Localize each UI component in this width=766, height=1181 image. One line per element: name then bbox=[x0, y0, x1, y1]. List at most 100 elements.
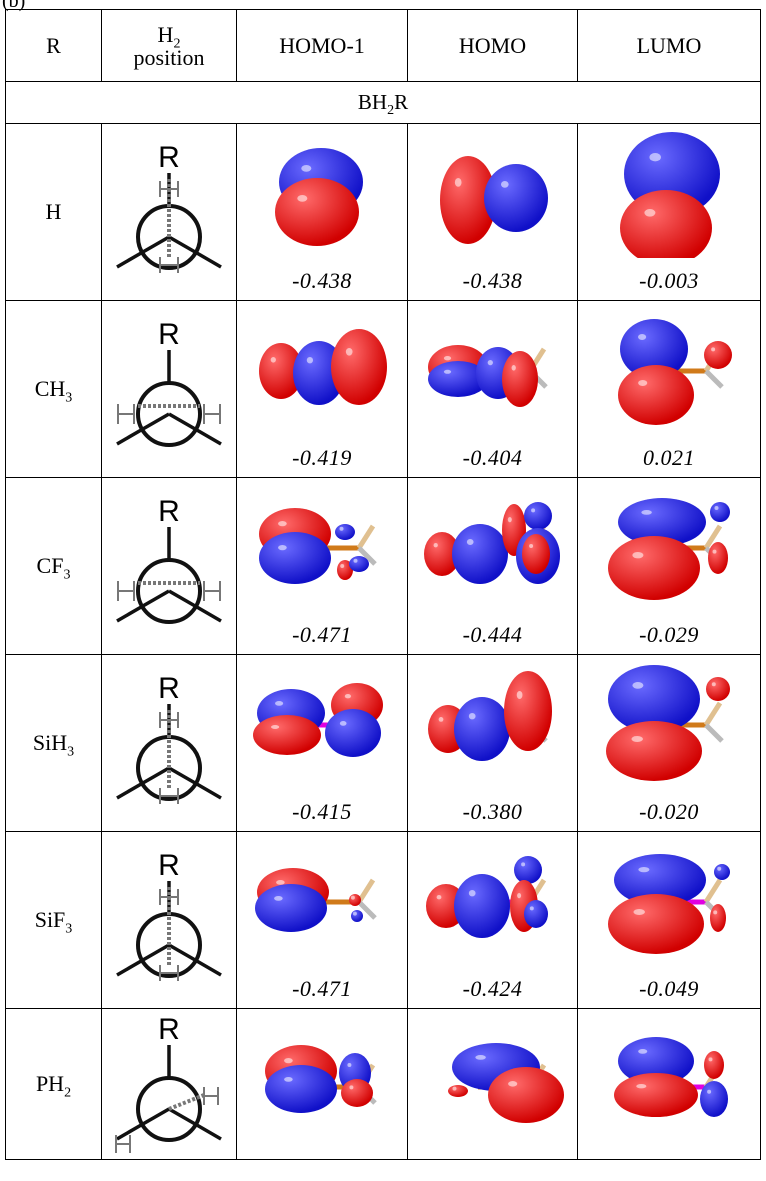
orbital-lobe-negative bbox=[706, 677, 730, 701]
header-h2-sub: 2 bbox=[173, 35, 181, 51]
orbital-cell-homo1: -0.419 bbox=[236, 300, 408, 478]
orbital-homo-0 bbox=[439, 156, 548, 244]
orbital-cell-homo bbox=[407, 1008, 578, 1160]
orbital-lobe-positive bbox=[614, 854, 706, 906]
orbital-energy-lumo: -0.003 bbox=[639, 268, 699, 293]
orbital-lobe-positive bbox=[618, 1037, 694, 1085]
orbital-lobe-negative bbox=[487, 1067, 564, 1123]
orbital-cell-lumo bbox=[577, 1008, 761, 1160]
orbital-lobe-positive bbox=[714, 864, 730, 880]
orbital-lobe-positive bbox=[618, 498, 706, 546]
newman-projection: R bbox=[116, 849, 222, 981]
orbital-lobe-positive bbox=[265, 1065, 337, 1113]
r-substituent-subscript: 3 bbox=[65, 390, 73, 406]
r-substituent-subscript: 3 bbox=[65, 921, 73, 937]
orbital-energy-homo1: -0.471 bbox=[292, 622, 352, 647]
r-substituent: CF3 bbox=[5, 477, 102, 655]
orbital-lobe-negative bbox=[331, 329, 387, 405]
orbital-cell-homo1: -0.415 bbox=[236, 654, 408, 832]
r-substituent: H bbox=[5, 123, 102, 301]
r-substituent-subscript: 2 bbox=[64, 1085, 72, 1101]
orbital-lobe-positive bbox=[523, 900, 548, 928]
table-row: PH2 R bbox=[5, 1008, 761, 1160]
header-h2-position-label: position bbox=[133, 44, 205, 70]
orbital-lobe-positive bbox=[453, 874, 510, 938]
orbital-energy-homo1: -0.471 bbox=[292, 976, 352, 1001]
figure-panel-label: (b) bbox=[2, 0, 26, 12]
orbital-homo1-1 bbox=[259, 329, 387, 405]
orbital-cell-homo: -0.444 bbox=[407, 477, 578, 655]
h2-position-cell: R bbox=[101, 300, 237, 478]
orbital-lobe-negative bbox=[275, 178, 359, 246]
header-h2-main: H bbox=[157, 21, 174, 47]
orbital-energy-homo: -0.380 bbox=[462, 799, 523, 824]
orbital-lobe-positive bbox=[513, 856, 542, 884]
header-row: R H2 position HOMO-1 HOMO LUMO bbox=[5, 9, 761, 82]
newman-projection: R bbox=[116, 318, 222, 447]
orbital-lobe-negative bbox=[447, 1085, 468, 1097]
r-substituent-main: SiH bbox=[32, 730, 68, 755]
newman-r-label: R bbox=[158, 672, 180, 705]
r-substituent-main: CH bbox=[34, 376, 66, 401]
orbital-lobe-negative bbox=[439, 156, 496, 244]
orbital-lobe-positive bbox=[451, 524, 508, 584]
orbital-homo-1 bbox=[427, 345, 548, 407]
orbital-energy-homo1: -0.419 bbox=[292, 445, 352, 470]
orbital-lobe-positive bbox=[351, 910, 363, 922]
orbital-lobe-negative bbox=[704, 341, 732, 369]
orbital-lobe-positive bbox=[255, 884, 327, 932]
header-homo-1: HOMO-1 bbox=[236, 9, 408, 82]
orbital-cell-homo1: -0.438 bbox=[236, 123, 408, 301]
orbital-table: R H2 position HOMO-1 HOMO LUMO BH2R H R -0… bbox=[5, 9, 761, 1160]
r-substituent: SiF3 bbox=[5, 831, 102, 1009]
section-title-tail: R bbox=[394, 90, 409, 114]
orbital-energy-homo1: -0.438 bbox=[292, 268, 352, 293]
orbital-lobe-positive bbox=[523, 502, 552, 530]
orbital-energy-homo1: -0.415 bbox=[292, 799, 352, 824]
orbital-homo-2 bbox=[423, 502, 560, 584]
orbital-lobe-negative bbox=[608, 536, 700, 600]
orbital-cell-homo1: -0.471 bbox=[236, 831, 408, 1009]
orbital-lobe-negative bbox=[253, 715, 321, 755]
orbital-lumo-4 bbox=[608, 854, 730, 954]
orbital-lobe-negative bbox=[710, 904, 726, 932]
r-substituent-main: SiF bbox=[34, 907, 66, 932]
orbital-lobe-positive bbox=[259, 532, 331, 584]
orbital-lobe-positive bbox=[620, 319, 688, 379]
orbital-lumo-2 bbox=[608, 498, 730, 600]
orbital-homo1-3 bbox=[253, 683, 383, 757]
header-h2-position: H2 position bbox=[101, 9, 237, 82]
h2-position-cell: R bbox=[101, 123, 237, 301]
newman-r-label: R bbox=[158, 318, 180, 351]
orbital-lumo-0 bbox=[620, 132, 720, 258]
orbital-cell-lumo: -0.020 bbox=[577, 654, 761, 832]
orbital-lobe-negative bbox=[708, 542, 728, 574]
orbital-energy-lumo: -0.020 bbox=[639, 799, 699, 824]
orbital-lobe-negative bbox=[423, 532, 460, 576]
orbital-energy-homo: -0.424 bbox=[462, 976, 523, 1001]
r-substituent-main: PH bbox=[35, 1071, 65, 1096]
orbital-lobe-negative bbox=[503, 671, 552, 751]
orbital-lobe-positive bbox=[700, 1081, 728, 1117]
orbital-energy-lumo: -0.049 bbox=[639, 976, 699, 1001]
header-lumo: LUMO bbox=[577, 9, 761, 82]
orbital-lobe-positive bbox=[325, 709, 381, 757]
orbital-energy-homo: -0.444 bbox=[462, 622, 523, 647]
orbital-lobe-positive bbox=[427, 361, 488, 397]
orbital-lobe-positive bbox=[483, 164, 548, 232]
r-substituent-subscript: 3 bbox=[67, 744, 75, 760]
orbital-lobe-negative bbox=[521, 534, 550, 574]
orbital-lobe-negative bbox=[341, 1079, 373, 1107]
section-row: BH2R bbox=[5, 81, 761, 124]
newman-projection: R bbox=[115, 1013, 222, 1153]
orbital-energy-lumo: -0.029 bbox=[639, 622, 699, 647]
orbital-cell-homo1: -0.471 bbox=[236, 477, 408, 655]
r-substituent-main: H bbox=[45, 199, 62, 224]
orbital-homo1-0 bbox=[275, 148, 363, 246]
r-substituent: SiH3 bbox=[5, 654, 102, 832]
orbital-lobe-positive bbox=[453, 697, 510, 761]
orbital-cell-lumo: -0.029 bbox=[577, 477, 761, 655]
h2-position-cell: R bbox=[101, 654, 237, 832]
